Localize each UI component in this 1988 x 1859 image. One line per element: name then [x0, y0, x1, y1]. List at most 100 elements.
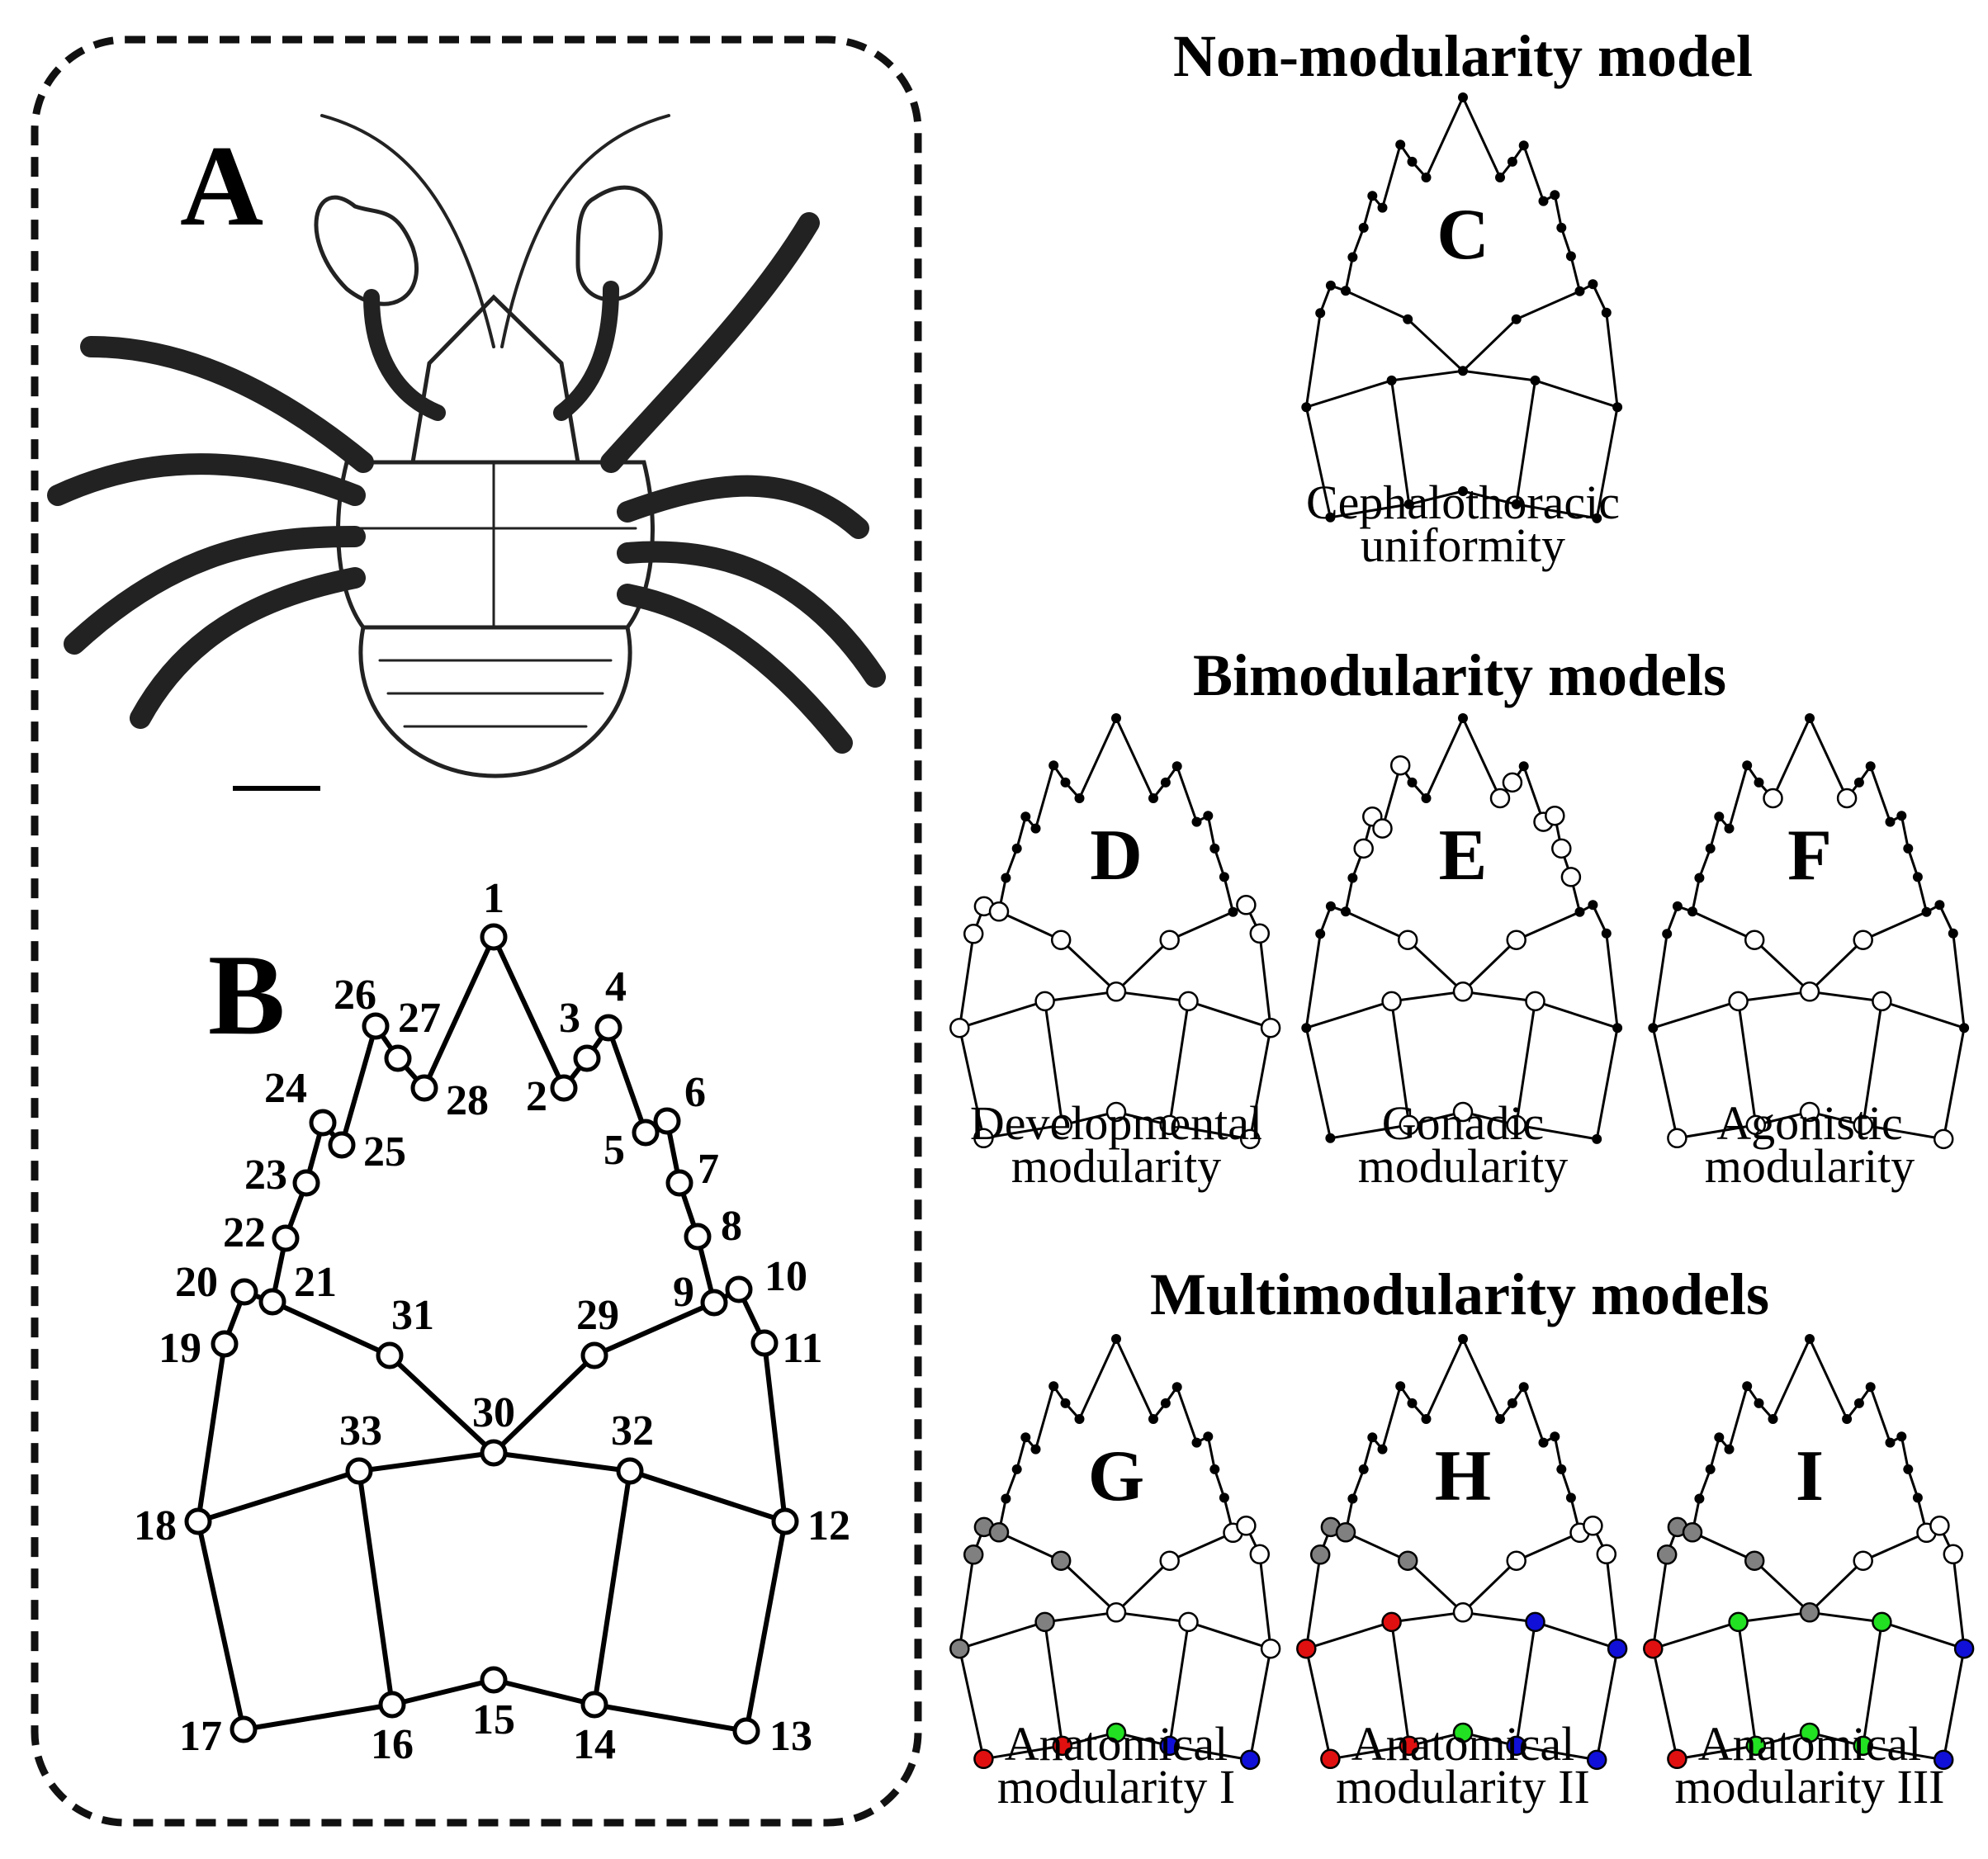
model-i-landmark-5	[1885, 1437, 1896, 1448]
model-edge	[1344, 256, 1354, 292]
model-f-landmark-10	[1934, 900, 1945, 911]
model-e-landmark-33	[1381, 991, 1402, 1012]
model-edge	[1808, 990, 1883, 1003]
model-edge	[1753, 1559, 1811, 1614]
landmark-point-13	[732, 1717, 760, 1745]
model-edge	[1406, 939, 1465, 993]
landmark-point-26	[362, 1012, 390, 1040]
model-edge	[1862, 1000, 1883, 1127]
crab-antenna-right	[500, 114, 670, 348]
landmark-edge	[196, 1469, 362, 1524]
model-i-landmark-8	[1912, 1492, 1923, 1503]
landmark-label-15: 15	[472, 1696, 515, 1743]
model-edge	[1515, 1744, 1598, 1762]
caption-e-line-1: Gonadic	[1382, 1096, 1545, 1150]
model-f-landmark-5	[1885, 816, 1896, 827]
model-c-landmark-1	[1458, 92, 1468, 102]
landmark-label-19: 19	[159, 1325, 201, 1372]
model-i-landmark-29	[1853, 1550, 1873, 1571]
model-edge	[1328, 1744, 1411, 1761]
landmark-label-14: 14	[573, 1721, 616, 1768]
model-g-landmark-15	[1105, 1722, 1127, 1743]
model-edge	[1328, 1123, 1411, 1140]
model-i-landmark-4	[1865, 1382, 1876, 1393]
model-edge	[1461, 1337, 1502, 1421]
model-edge	[1900, 1435, 1910, 1471]
model-edge	[1044, 1000, 1064, 1127]
model-edge	[1728, 764, 1749, 830]
landmark-point-16	[378, 1691, 406, 1719]
model-edge	[1862, 1123, 1945, 1141]
model-d-landmark-18	[949, 1017, 970, 1038]
model-g-landmark-1	[1111, 1334, 1121, 1344]
landmark-label-12: 12	[807, 1502, 850, 1549]
model-edge	[1515, 290, 1581, 321]
model-edge	[1248, 1647, 1272, 1762]
model-edge	[1753, 939, 1811, 993]
model-d-landmark-28	[1074, 793, 1085, 803]
model-i-landmark-25	[1724, 1444, 1735, 1455]
model-edge	[1534, 1620, 1619, 1650]
model-edge	[1737, 1000, 1758, 1127]
model-c-landmark-30	[1458, 366, 1468, 376]
model-h-landmark-21	[1335, 1522, 1356, 1543]
model-c-landmark-13	[1592, 513, 1602, 523]
model-h-landmark-24	[1367, 1432, 1378, 1443]
model-edge	[1461, 369, 1536, 382]
model-h-landmark-33	[1381, 1611, 1402, 1633]
model-edge	[1344, 1530, 1409, 1563]
model-edge	[1304, 379, 1394, 409]
model-c-landmark-8	[1565, 251, 1576, 262]
model-h-landmark-15	[1452, 1722, 1474, 1743]
model-edge	[1304, 311, 1322, 409]
model-edge	[1862, 1744, 1945, 1762]
model-edge	[1697, 1468, 1712, 1500]
model-c-landmark-15	[1458, 486, 1468, 496]
model-f-landmark-13	[1933, 1128, 1954, 1150]
model-edge	[1691, 910, 1756, 942]
model-edge	[1737, 990, 1811, 1003]
model-c-landmark-20	[1325, 280, 1336, 291]
caption-i-line-1: Anatomical	[1698, 1717, 1922, 1771]
model-d-landmark-16	[1052, 1114, 1073, 1136]
model-i-landmark-32	[1872, 1611, 1892, 1633]
model-d-landmark-6	[1203, 811, 1214, 821]
model-d-landmark-4	[1172, 761, 1182, 772]
model-d-landmark-9	[1228, 906, 1238, 917]
model-f-landmark-14	[1853, 1114, 1873, 1136]
landmark-point-32	[616, 1457, 644, 1485]
model-edge	[1328, 503, 1411, 519]
model-edge	[1168, 1123, 1252, 1141]
landmark-label-31: 31	[391, 1292, 434, 1339]
landmark-label-20: 20	[175, 1259, 218, 1306]
landmark-edge	[606, 1025, 648, 1135]
model-edge	[1534, 379, 1619, 409]
landmark-point-24	[309, 1109, 337, 1137]
model-e-landmark-21	[1341, 906, 1351, 917]
crab-leg	[47, 453, 366, 506]
model-f-landmark-11	[1948, 928, 1958, 939]
landmark-edge	[491, 1450, 632, 1473]
landmark-edge	[627, 1469, 788, 1524]
model-g-landmark-16	[1052, 1735, 1073, 1757]
model-d-landmark-27	[1060, 777, 1071, 788]
model-c-landmark-6	[1550, 190, 1560, 201]
panel-label-c: C	[1437, 195, 1489, 275]
landmark-point-31	[376, 1341, 404, 1369]
model-g-landmark-18	[949, 1638, 970, 1659]
model-edge	[1461, 1559, 1518, 1614]
landmark-edge	[387, 1353, 496, 1455]
model-c-landmark-4	[1518, 140, 1529, 151]
model-c-landmark-33	[1386, 375, 1397, 386]
panel-label-f: F	[1787, 816, 1832, 896]
model-edge	[1942, 1647, 1966, 1762]
model-i-landmark-3	[1853, 1398, 1864, 1408]
landmark-edge	[491, 934, 566, 1090]
landmark-point-6	[653, 1107, 681, 1135]
model-edge	[1004, 1468, 1019, 1500]
model-h-landmark-28	[1421, 1414, 1432, 1424]
model-h-landmark-1	[1458, 1334, 1468, 1344]
caption-d-line-2: modularity	[1011, 1139, 1222, 1193]
landmark-point-15	[480, 1666, 508, 1694]
model-edge	[1304, 1026, 1332, 1140]
